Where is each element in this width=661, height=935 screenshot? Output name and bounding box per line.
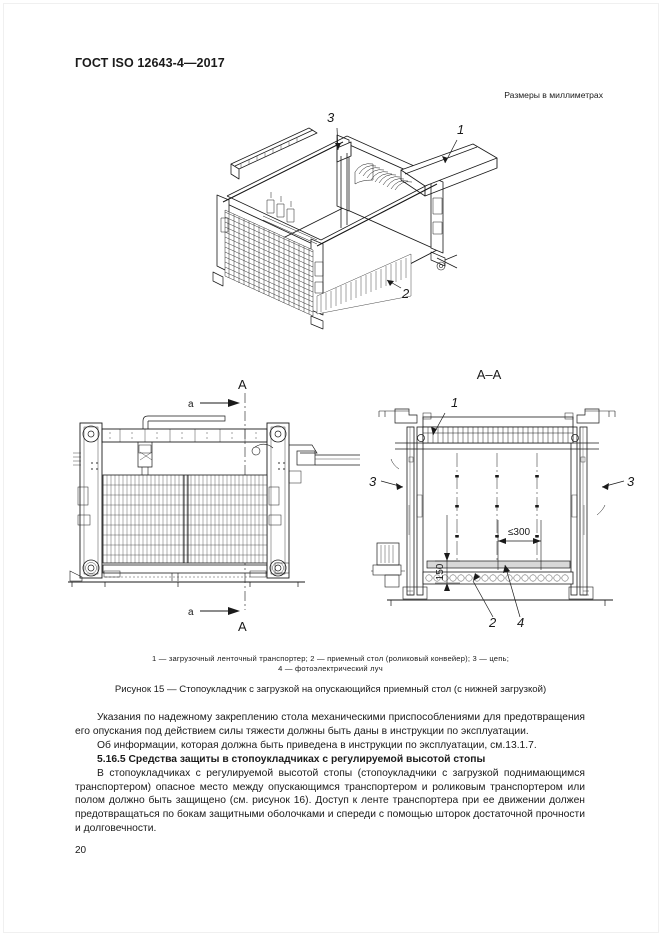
figure-front-elevation: A A a a bbox=[60, 375, 360, 640]
body-paragraph-3: В стопоукладчиках с регулируемой высотой… bbox=[75, 767, 585, 835]
section-mark-a-top: A bbox=[238, 377, 247, 392]
iso-label-1: 1 bbox=[457, 122, 464, 137]
section-label-3-left: 3 bbox=[369, 474, 377, 489]
standard-header: ГОСТ ISO 12643-4—2017 bbox=[75, 56, 225, 70]
section-mark-a-bottom: A bbox=[238, 619, 247, 634]
body-text-block: Указания по надежному закреплению стола … bbox=[75, 711, 585, 836]
figure-section-aa: A–A 1 3 3 2 4 150 ≤300 bbox=[365, 365, 640, 630]
section-title-aa: A–A bbox=[477, 367, 502, 382]
units-note: Размеры в миллиметрах bbox=[504, 90, 603, 100]
figure-legend-line-2: 4 — фотоэлектрический луч bbox=[278, 664, 383, 673]
section-label-2: 2 bbox=[488, 615, 497, 630]
section-label-3-right: 3 bbox=[627, 474, 635, 489]
figure-isometric-view: 3 1 2 bbox=[205, 100, 505, 330]
dimension-gap-300: ≤300 bbox=[508, 527, 531, 538]
section-heading-5-16-5: 5.16.5 Средства защиты в стопоукладчиках… bbox=[97, 753, 486, 765]
section-label-4: 4 bbox=[517, 615, 524, 630]
page-number: 20 bbox=[75, 845, 87, 856]
figure-caption: Рисунок 15 — Стопоукладчик с загрузкой н… bbox=[114, 684, 547, 695]
body-paragraph-2: Об информации, которая должна быть приве… bbox=[97, 739, 537, 751]
body-paragraph-1: Указания по надежному закреплению стола … bbox=[75, 712, 585, 737]
iso-label-3: 3 bbox=[327, 110, 335, 125]
figure-legend-line-1: 1 — загрузочный ленточный транспортер; 2… bbox=[151, 654, 510, 663]
dimension-height-150: 150 bbox=[435, 563, 446, 580]
iso-label-2: 2 bbox=[401, 286, 410, 301]
section-label-1: 1 bbox=[451, 395, 458, 410]
arrow-label-a-top: a bbox=[188, 399, 194, 410]
arrow-label-a-bottom: a bbox=[188, 607, 194, 618]
